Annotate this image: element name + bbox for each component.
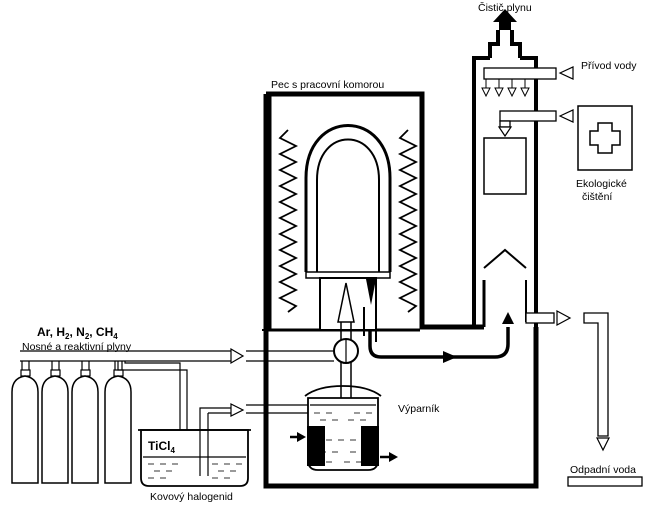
gases-formula-label: Ar, H2, N2, CH4 — [37, 325, 118, 341]
ecological-cleaning-unit — [577, 105, 633, 171]
evaporator — [290, 385, 398, 471]
gas-cylinder — [41, 361, 69, 484]
gas-cylinder — [71, 361, 99, 484]
halide-feed-line — [246, 404, 310, 414]
gas-feed-tube — [333, 282, 359, 398]
waste-water-piping — [525, 309, 643, 487]
water-inlet-label: Přívod vody — [581, 60, 637, 72]
water-inlet-piping — [481, 66, 574, 138]
outlet-piping — [363, 279, 514, 363]
metal-halide-label: Kovový halogenid — [150, 491, 233, 503]
ticl4-vessel — [138, 403, 251, 487]
carrier-gases-label: Nosné a reaktivní plyny — [22, 341, 132, 353]
gas-cylinder — [104, 361, 132, 484]
evaporator-label: Výparník — [398, 403, 440, 415]
heating-coil-left — [277, 129, 299, 313]
furnace-housing — [262, 91, 539, 489]
gas-cylinder — [11, 361, 39, 484]
bypass-line — [117, 361, 188, 430]
waste-water-label: Odpadní voda — [570, 464, 636, 476]
furnace-label: Pec s pracovní komorou — [271, 79, 384, 91]
heating-coil-right — [397, 129, 419, 313]
gas-cleaner-label: Čistič plynu — [478, 1, 532, 14]
reaction-chamber — [304, 124, 392, 331]
ecological-cleaning-label-2: čištění — [582, 191, 612, 203]
scrubber-tower — [472, 30, 538, 327]
gas-supply-line — [20, 347, 334, 365]
gas-outlet-arrow — [493, 9, 517, 30]
ticl4-label: TiCl4 — [148, 439, 175, 455]
gas-cylinders — [11, 361, 132, 484]
ecological-cleaning-label-1: Ekologické — [576, 178, 627, 190]
